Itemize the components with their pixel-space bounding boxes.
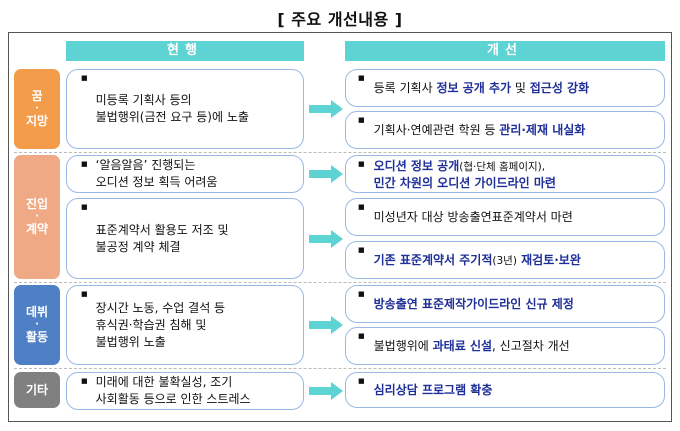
improvement-text: 등록 기획사 정보 공개 추가 및 접근성 강화 — [373, 81, 590, 95]
improvement-item: ■ 기획사·연예관련 학원 등 관리·제재 내실화 — [345, 111, 665, 149]
category-dot: · — [35, 211, 39, 222]
category-label: 기타 — [25, 382, 49, 397]
improvement-text: 심리상담 프로그램 확충 — [373, 383, 493, 397]
improvement-text: 미성년자 대상 방송출연표준계약서 마련 — [373, 210, 573, 224]
current-item: ■ 장시간 노동, 수업 결석 등 휴식권·학습권 침해 및 불법행위 노출 — [66, 285, 304, 365]
improvement-text: 불법행위에 과태료 신설, 신고절차 개선 — [373, 339, 570, 353]
current-text: 표준계약서 활용도 저조 및 불공정 계약 체결 — [95, 222, 229, 254]
arrow-right-icon — [309, 165, 343, 183]
bullet-icon: ■ — [81, 160, 88, 168]
category-label: 활동 — [25, 330, 49, 344]
category-debut: 데뷔 · 활동 — [14, 285, 60, 365]
improvement-text: 기획사·연예관련 학원 등 관리·제재 내실화 — [373, 123, 586, 137]
bullet-icon: ■ — [358, 377, 365, 385]
improvement-text: 기존 표준계약서 주기적(3년) 재검토·보완 — [373, 252, 581, 267]
bullet-icon: ■ — [358, 74, 365, 82]
page-title: [ 주요 개선내용 ] — [277, 10, 403, 29]
improvement-item: ■ 미성년자 대상 방송출연표준계약서 마련 — [345, 198, 665, 236]
category-label: 데뷔 — [25, 305, 49, 319]
bullet-icon: ■ — [358, 290, 365, 298]
improvement-item: ■ 오디션 정보 공개(협·단체 홈페이지),민간 차원의 오디션 가이드라인 … — [345, 155, 665, 193]
category-label: 지망 — [25, 114, 49, 128]
category-label: 진입 — [25, 197, 49, 211]
current-text: 장시간 노동, 수업 결석 등 휴식권·학습권 침해 및 불법행위 노출 — [95, 300, 226, 349]
current-column-header: 현행 — [66, 41, 304, 61]
category-label: 꿈 — [31, 89, 43, 103]
current-text: 미등록 기획사 등의 불법행위(금전 요구 등)에 노출 — [95, 93, 249, 124]
improvement-item: ■ 기존 표준계약서 주기적(3년) 재검토·보완 — [345, 241, 665, 279]
arrow-right-icon — [309, 100, 343, 118]
improvement-item: ■ 등록 기획사 정보 공개 추가 및 접근성 강화 — [345, 69, 665, 107]
content-frame — [8, 32, 672, 422]
improvement-item: ■ 방송출연 표준제작가이드라인 신규 제정 — [345, 285, 665, 323]
bullet-icon: ■ — [358, 116, 365, 124]
category-label: 계약 — [25, 222, 49, 236]
bullet-icon: ■ — [358, 246, 365, 254]
category-dot: · — [35, 319, 39, 330]
current-text: 미래에 대한 불확실성, 조기 사회활동 등으로 인한 스트레스 — [95, 375, 251, 406]
current-text: ‘알음알음’ 진행되는 오디션 정보 획득 어려움 — [95, 158, 218, 189]
current-item: ■ 미래에 대한 불확실성, 조기 사회활동 등으로 인한 스트레스 — [66, 372, 304, 410]
category-etc: 기타 — [14, 372, 60, 408]
current-item: ■ 표준계약서 활용도 저조 및 불공정 계약 체결 — [66, 198, 304, 279]
bullet-icon: ■ — [81, 377, 88, 385]
arrow-right-icon — [309, 316, 343, 334]
improvement-item: ■ 불법행위에 과태료 신설, 신고절차 개선 — [345, 327, 665, 365]
bullet-icon: ■ — [358, 203, 365, 211]
improvement-text: 오디션 정보 공개(협·단체 홈페이지),민간 차원의 오디션 가이드라인 마련 — [373, 158, 556, 190]
current-item: ■ 미등록 기획사 등의 불법행위(금전 요구 등)에 노출 — [66, 69, 304, 149]
bullet-icon: ■ — [358, 332, 365, 340]
bullet-icon: ■ — [81, 203, 88, 211]
improvement-column-header: 개선 — [345, 41, 665, 61]
arrow-right-icon — [309, 382, 343, 400]
bullet-icon: ■ — [358, 160, 365, 168]
bullet-icon: ■ — [81, 74, 88, 82]
improvement-text: 방송출연 표준제작가이드라인 신규 제정 — [373, 297, 574, 311]
category-dream: 꿈 · 지망 — [14, 69, 60, 149]
category-entry: 진입 · 계약 — [14, 155, 60, 279]
improvement-item: ■ 심리상담 프로그램 확충 — [345, 372, 665, 408]
category-dot: · — [35, 103, 39, 114]
current-item: ■ ‘알음알음’ 진행되는 오디션 정보 획득 어려움 — [66, 155, 304, 193]
bullet-icon: ■ — [81, 290, 88, 298]
arrow-right-icon — [309, 230, 343, 248]
